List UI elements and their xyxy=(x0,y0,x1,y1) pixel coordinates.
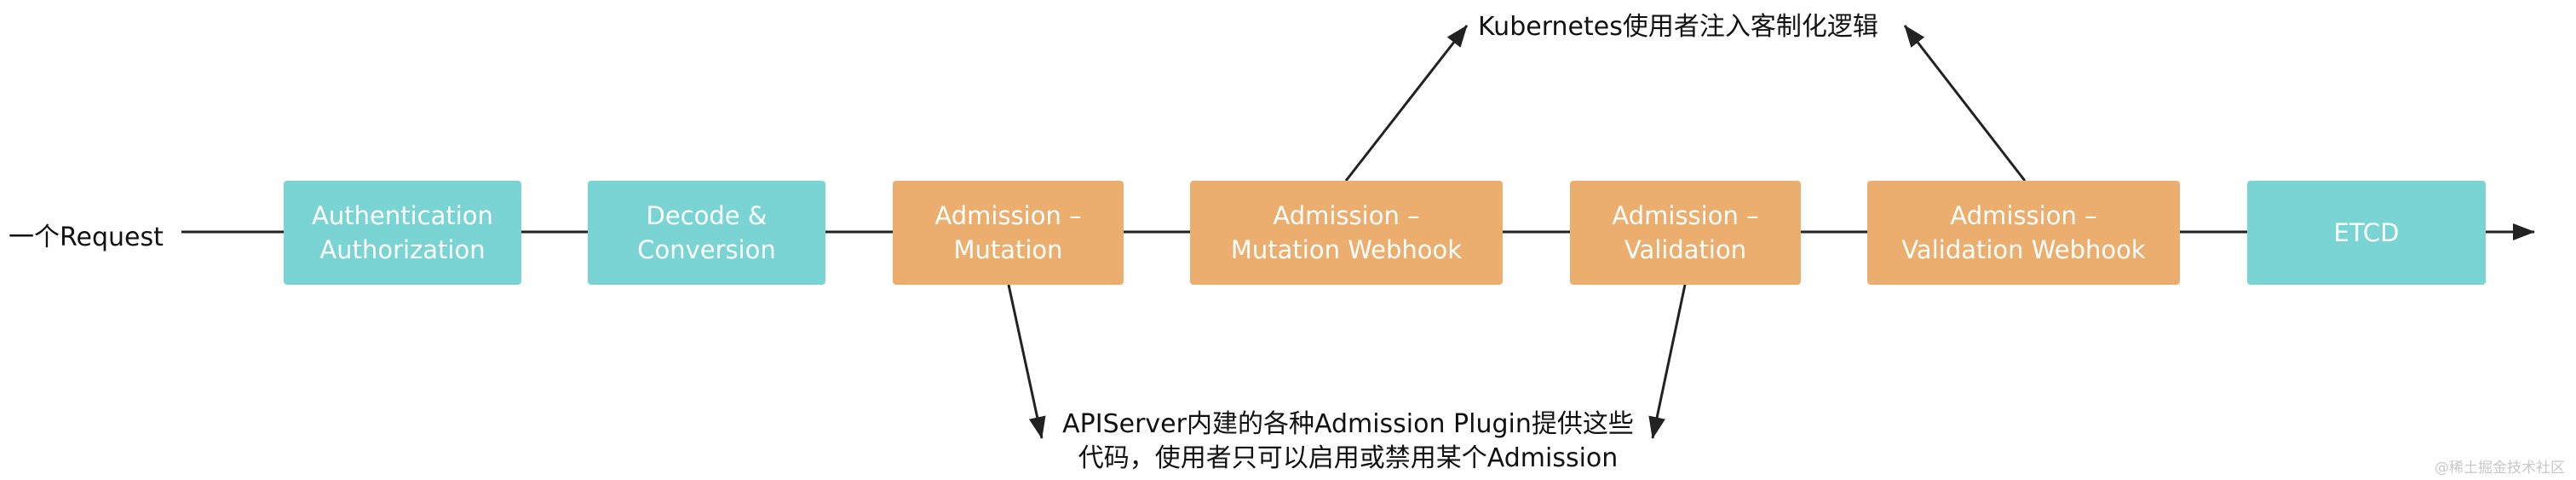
arrow-validation-to-bottom xyxy=(1648,284,1687,439)
admission-mutation-webhook-box: Admission – Mutation Webhook xyxy=(1190,181,1503,285)
request-label: 一个Request xyxy=(9,223,164,252)
box-line: Conversion xyxy=(637,235,776,264)
box-line: Admission – xyxy=(1950,201,2097,230)
box-line: Mutation xyxy=(953,235,1063,264)
admission-mutation-box: Admission – Mutation xyxy=(893,181,1124,285)
bottom-annotation-line1: APIServer内建的各种Admission Plugin提供这些 xyxy=(1062,409,1634,439)
admission-validation-box: Admission – Validation xyxy=(1570,181,1801,285)
bottom-annotation: APIServer内建的各种Admission Plugin提供这些 代码，使用… xyxy=(1052,408,1644,476)
box-line: Validation xyxy=(1624,235,1747,264)
arrow-mutation-to-bottom xyxy=(1007,284,1046,439)
box-line: Authentication xyxy=(312,201,493,230)
box-line: Admission – xyxy=(1273,201,1420,230)
box-line: Authorization xyxy=(319,235,486,264)
top-annotation: Kubernetes使用者注入客制化逻辑 xyxy=(1478,12,1878,42)
bottom-annotation-line2: 代码，使用者只可以启用或禁用某个Admission xyxy=(1078,443,1619,473)
box-line: Admission – xyxy=(934,201,1082,230)
authentication-authorization-box: Authentication Authorization xyxy=(284,181,521,285)
box-line: Decode & xyxy=(646,201,768,230)
box-line: Admission – xyxy=(1612,201,1759,230)
arrow-validation-webhook-to-top xyxy=(1903,25,2027,182)
watermark: @稀土掘金技术社区 xyxy=(2435,460,2565,477)
admission-validation-webhook-box: Admission – Validation Webhook xyxy=(1867,181,2180,285)
arrow-mutation-webhook-to-top xyxy=(1344,25,1469,182)
box-line: ETCD xyxy=(2333,218,2400,247)
box-line: Validation Webhook xyxy=(1901,235,2146,264)
etcd-box: ETCD xyxy=(2247,181,2486,285)
decode-conversion-box: Decode & Conversion xyxy=(588,181,825,285)
box-line: Mutation Webhook xyxy=(1230,235,1463,264)
